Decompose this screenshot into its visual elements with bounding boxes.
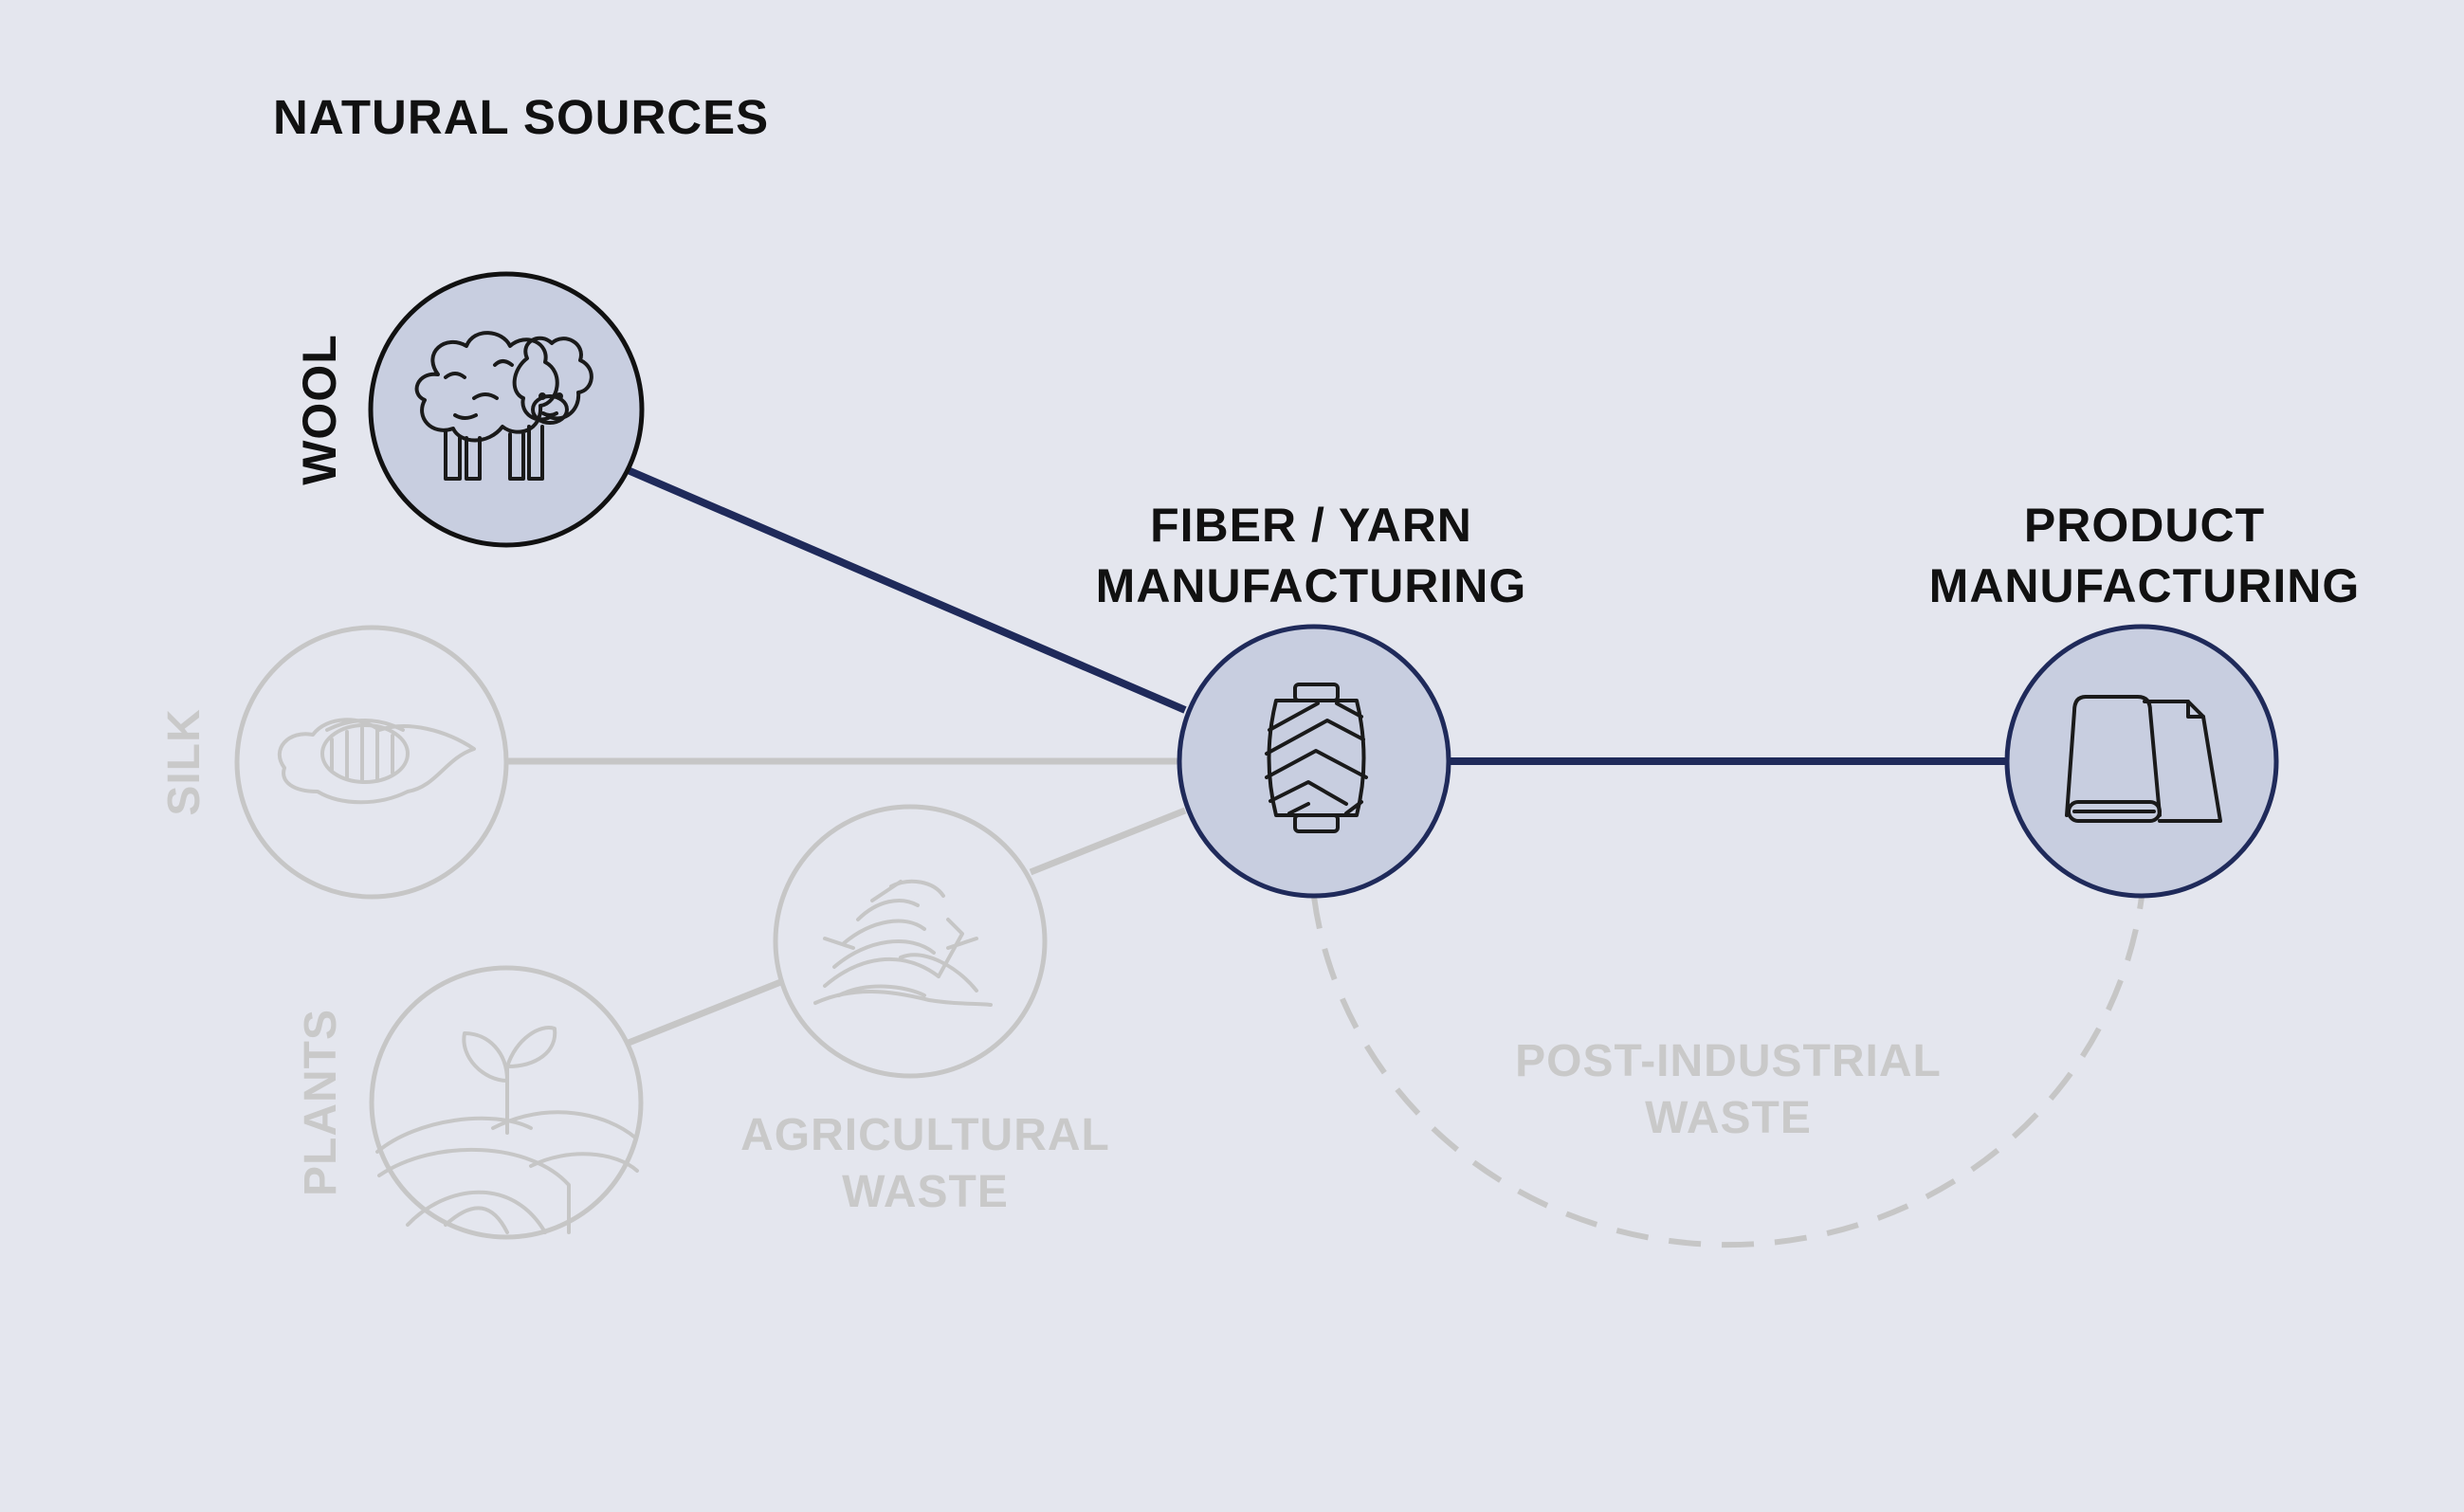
fabric-roll-icon	[2065, 695, 2222, 823]
wool-circle	[368, 271, 645, 548]
yarn-spool-icon	[1265, 683, 1368, 833]
sprout-field-icon	[375, 1026, 639, 1234]
fiber-yarn-label-line1: FIBER / YARN	[1150, 499, 1472, 552]
sheep-icon	[414, 331, 593, 481]
node-silk[interactable]: SILK	[159, 625, 509, 900]
post-industrial-waste-label-line1: POST-INDUSTRIAL	[1515, 1036, 1942, 1086]
silk-circle	[234, 625, 509, 900]
agricultural-waste-label-line1: AGRICULTURAL	[740, 1110, 1110, 1160]
node-product-manufacturing[interactable]: PRODUCT MANUFACTURING	[1929, 499, 2361, 899]
node-agricultural-waste[interactable]: AGRICULTURAL WASTE	[740, 804, 1110, 1217]
plants-circle	[369, 965, 644, 1240]
agricultural-waste-circle	[773, 804, 1048, 1079]
silk-label: SILK	[159, 708, 210, 815]
post-industrial-waste: POST-INDUSTRIAL WASTE	[1515, 1036, 1942, 1143]
connector-wool-to-fiber	[624, 465, 1187, 714]
wool-label: WOOL	[293, 334, 346, 485]
straw-pile-icon	[813, 879, 993, 1007]
node-fiber-yarn-manufacturing[interactable]: FIBER / YARN MANUFACTURING	[1096, 499, 1527, 899]
connector-post-industrial-waste-loop	[1311, 896, 2145, 1248]
node-plants[interactable]: PLANTS	[296, 965, 644, 1240]
connector-agricultural-to-fiber	[1029, 807, 1187, 876]
agricultural-waste-label-line2: WASTE	[842, 1167, 1009, 1217]
silkworm-cocoon-icon	[277, 718, 476, 805]
node-wool[interactable]: WOOL	[293, 271, 645, 548]
page-title: NATURAL SOURCES	[273, 90, 769, 144]
product-circle	[2004, 624, 2279, 899]
fiber-yarn-label-line2: MANUFACTURING	[1096, 559, 1527, 612]
product-label-line2: MANUFACTURING	[1929, 559, 2361, 612]
plants-label: PLANTS	[296, 1009, 346, 1196]
fiber-yarn-circle	[1177, 624, 1451, 899]
connector-plants-to-agricultural	[627, 977, 785, 1047]
connectors	[507, 465, 2145, 1248]
product-label-line1: PRODUCT	[2024, 499, 2265, 552]
post-industrial-waste-label-line2: WASTE	[1645, 1093, 1812, 1143]
